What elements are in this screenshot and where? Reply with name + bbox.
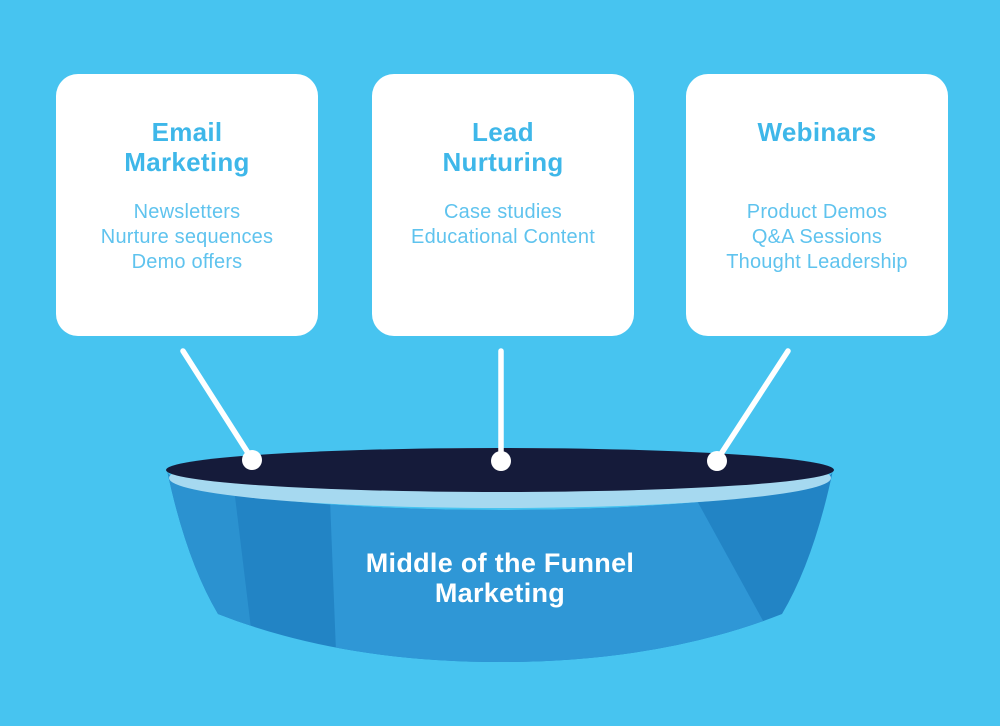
card-item: Case studies bbox=[443, 201, 562, 223]
card-email-marketing: Email Marketing Newsletters Nurture sequ… bbox=[56, 74, 318, 336]
connector-dot-left bbox=[242, 450, 262, 470]
connector-dot-middle bbox=[491, 451, 511, 471]
card-item: Newsletters bbox=[133, 201, 241, 223]
card-item: Product Demos bbox=[746, 201, 888, 223]
connector-line-right bbox=[716, 348, 791, 460]
card-items: Case studies Educational Content bbox=[372, 200, 634, 250]
connector-dot-right bbox=[707, 451, 727, 471]
card-title: Email Marketing bbox=[124, 117, 250, 177]
funnel-label-line1: Middle of the Funnel bbox=[365, 548, 635, 578]
card-items: Product Demos Q&A Sessions Thought Leade… bbox=[686, 200, 948, 275]
card-item: Q&A Sessions bbox=[751, 226, 883, 248]
funnel-label: Middle of the Funnel Marketing bbox=[0, 548, 1000, 608]
connector-line-left bbox=[180, 348, 253, 459]
card-item: Nurture sequences bbox=[100, 226, 274, 248]
card-item: Thought Leadership bbox=[726, 251, 908, 273]
card-title: Webinars bbox=[757, 117, 877, 147]
card-items: Newsletters Nurture sequences Demo offer… bbox=[56, 200, 318, 275]
card-title: Lead Nurturing bbox=[442, 117, 564, 177]
card-item: Educational Content bbox=[411, 226, 595, 248]
card-webinars: Webinars Product Demos Q&A Sessions Thou… bbox=[686, 74, 948, 336]
card-item: Demo offers bbox=[131, 251, 243, 273]
funnel-label-line2: Marketing bbox=[434, 578, 566, 608]
card-lead-nurturing: Lead Nurturing Case studies Educational … bbox=[372, 74, 634, 336]
